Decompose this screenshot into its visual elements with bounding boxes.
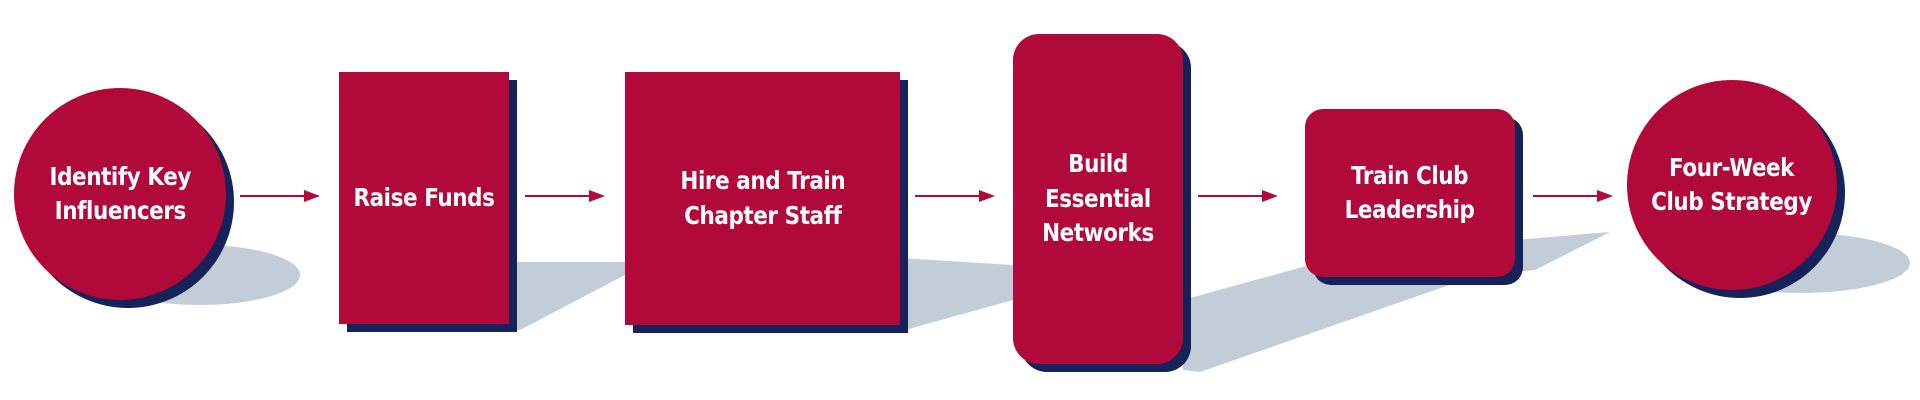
step-identify-key-influencers: Identify Key Influencers [14,88,226,300]
step-5-line-1: Train Club [1351,160,1469,190]
arrow-3-to-4 [915,189,995,203]
step-build-essential-networks: Build Essential Networks [1013,34,1183,364]
step-4-rounded-box [1013,34,1183,364]
arrow-2-to-3 [525,189,605,203]
arrow-5-to-6 [1533,189,1613,203]
step-6-circle [1627,80,1837,290]
step-5-label: Train Club Leadership [1338,159,1482,228]
arrow-1-to-2 [240,189,320,203]
right-arrow-icon [1198,190,1278,202]
step-1-label: Identify Key Influencers [42,160,197,229]
step-1-line-1: Identify Key [49,161,191,191]
right-arrow-icon [1533,190,1613,202]
step-1-line-2: Influencers [54,196,186,225]
step-4-line-3: Networks [1042,218,1154,248]
right-arrow-icon [240,190,320,202]
step-3-line-2: Chapter Staff [683,200,842,230]
shadow-step-3 [900,258,1013,330]
step-four-week-club-strategy: Four-Week Club Strategy [1627,80,1837,290]
shadow-step-2 [510,262,625,330]
step-raise-funds: Raise Funds [339,72,509,324]
step-6-line-2: Club Strategy [1651,187,1813,216]
step-2-label: Raise Funds [347,181,502,216]
shadow-step-4 [1183,258,1515,372]
step-train-club-leadership: Train Club Leadership [1305,109,1515,277]
step-3-line-1: Hire and Train [680,166,845,195]
step-2-box [339,72,509,324]
step-4-label: Build Essential Networks [1035,147,1161,251]
step-3-label: Hire and Train Chapter Staff [673,164,852,233]
right-arrow-icon [915,190,995,202]
step-4-line-2: Essential [1045,183,1151,213]
right-arrow-icon [525,190,605,202]
step-5-line-2: Leadership [1345,195,1475,224]
step-6-line-1: Four-Week [1669,152,1795,182]
arrow-4-to-5 [1198,189,1278,203]
step-5-rounded-box [1305,109,1515,277]
shadow-step-5 [1515,232,1610,272]
step-3-box [625,72,900,325]
step-hire-and-train-chapter-staff: Hire and Train Chapter Staff [625,72,900,325]
step-1-circle [14,88,226,300]
step-4-line-1: Build [1068,149,1128,179]
step-2-line-1: Raise Funds [353,182,495,212]
step-6-label: Four-Week Club Strategy [1645,151,1820,220]
